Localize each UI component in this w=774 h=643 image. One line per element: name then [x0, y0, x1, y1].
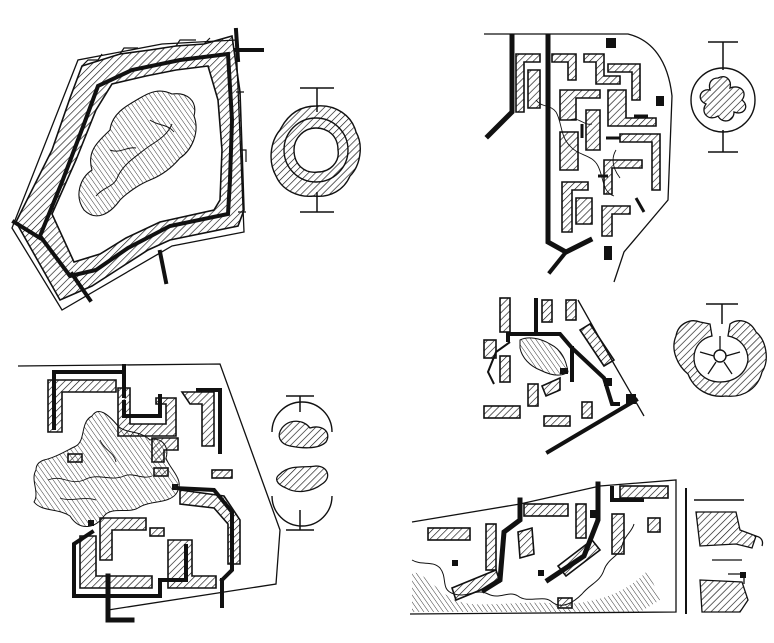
panel-e-green-edge [411, 523, 635, 606]
panel-d-diagram [673, 303, 767, 397]
panel-d-green [519, 337, 569, 376]
panel-a-diagram [270, 87, 361, 213]
panel-d-plan [483, 297, 645, 455]
panel-b-plan [484, 33, 673, 283]
panel-c-diagram-arc-bottom [271, 495, 333, 527]
panel-d-diagram-ring [673, 320, 767, 397]
panel-e-diagram-plot-bottom [699, 579, 749, 613]
panel-c-diagram [271, 395, 333, 531]
panel-b-buildings [515, 53, 661, 237]
panel-b-site-boundary [484, 33, 673, 283]
panel-d-buildings [483, 297, 616, 427]
panel-c-roads [52, 370, 234, 598]
panel-a-plan [11, 27, 264, 311]
panel-e-diagram-plot-top [695, 511, 757, 549]
panel-b-diagram-ring [690, 67, 756, 133]
panel-e-diagram [694, 499, 764, 613]
panel-d-diagram-hub [713, 349, 727, 363]
panel-b-diagram [690, 41, 756, 153]
panel-c-plan [17, 363, 281, 623]
panel-a-central-green [78, 90, 197, 217]
panel-c-diagram-lobe-bottom [275, 465, 329, 493]
panel-e-plan [409, 479, 687, 615]
panel-c-diagram-lobe-top [278, 420, 329, 449]
panel-e-buildings [427, 485, 669, 609]
panel-e-site-boundary [409, 479, 677, 615]
panel-b-diagram-core [699, 76, 747, 122]
panel-a-ring-road [37, 51, 235, 279]
panel-c-diagram-arc-top [271, 401, 333, 433]
panel-c-central-green [33, 411, 180, 527]
